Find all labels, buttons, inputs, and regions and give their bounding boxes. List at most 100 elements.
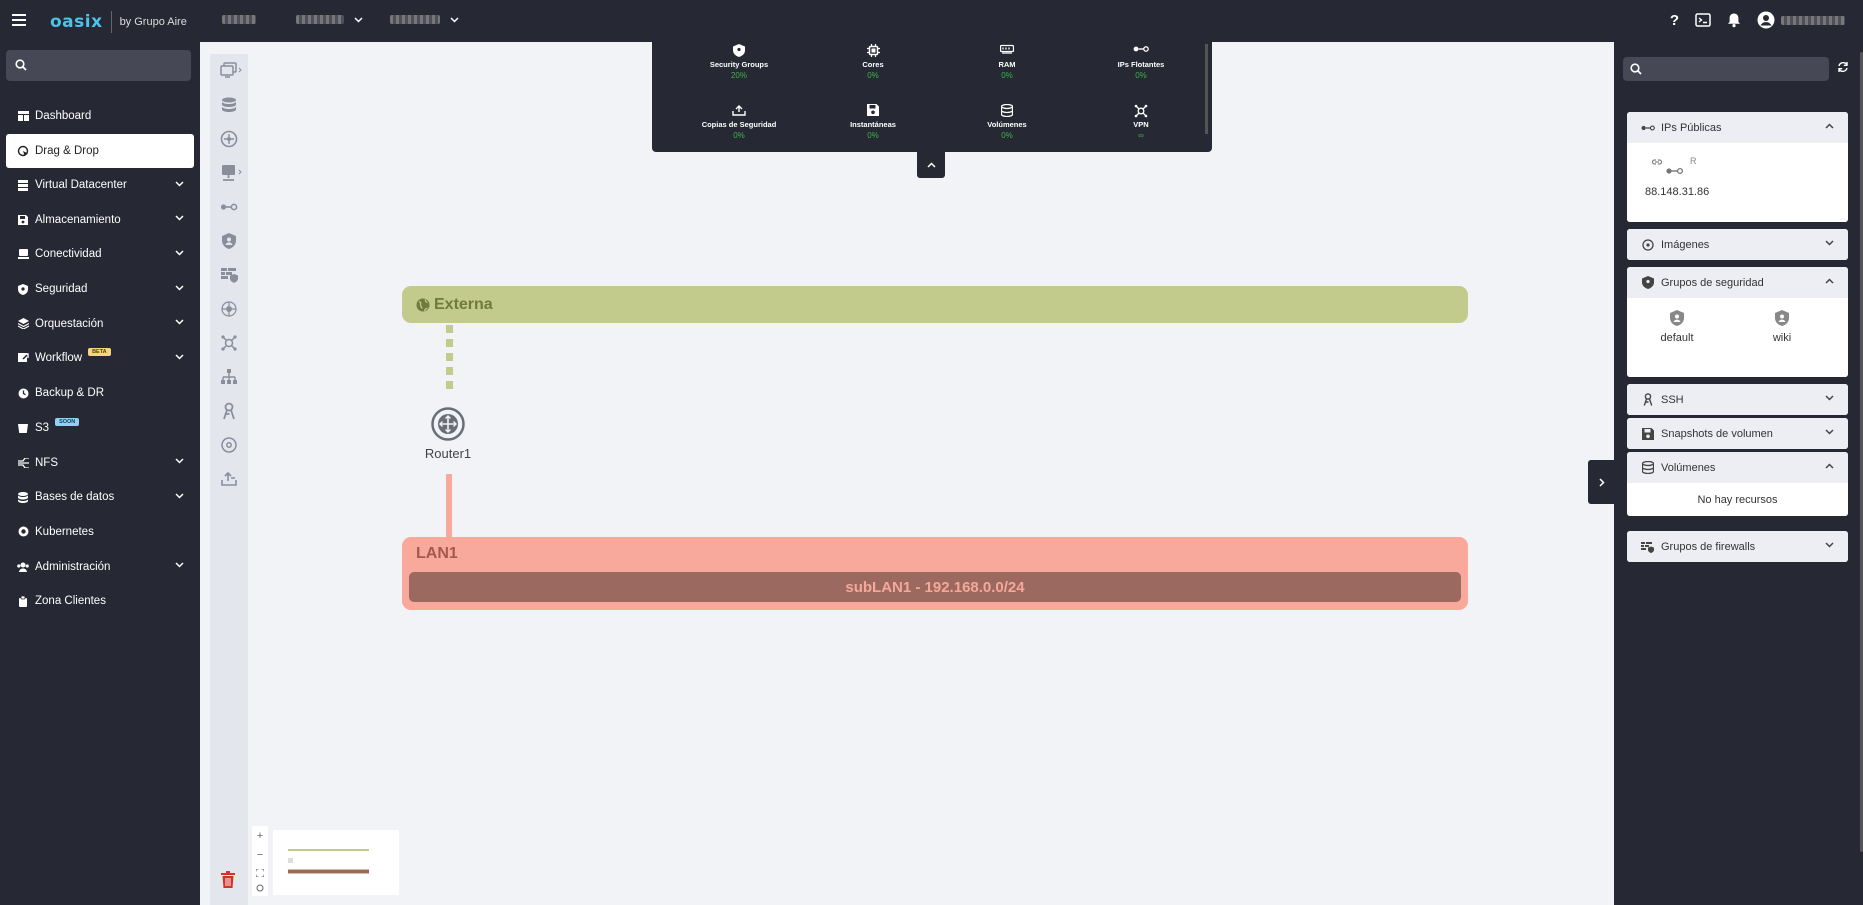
logo[interactable]: oasix by Grupo Aire [50, 11, 187, 33]
sidebar-item-s3[interactable]: S3 SOON [0, 411, 200, 446]
quota-label: IPs Flotantes [1117, 60, 1165, 69]
quota-label: Security Groups [709, 60, 769, 69]
ssh-key-icon [1641, 393, 1655, 406]
menu-icon[interactable] [12, 13, 28, 27]
globe-icon [416, 298, 430, 311]
external-network[interactable]: Externa [402, 286, 1468, 323]
sidebar-item-dashboard[interactable]: Dashboard [0, 99, 200, 134]
security-group-item[interactable]: wiki [1754, 310, 1810, 344]
lan-network[interactable]: LAN1 subLAN1 - 192.168.0.0/24 [402, 537, 1468, 610]
chevron-up-icon [1825, 278, 1834, 284]
external-connection-line [446, 325, 453, 390]
chevron-down-icon [175, 285, 184, 291]
topology-canvas[interactable] [248, 42, 1614, 905]
subnet[interactable]: subLAN1 - 192.168.0.0/24 [409, 572, 1461, 602]
sidebar-item-drag-drop[interactable]: Drag & Drop [6, 133, 194, 168]
database-icon [17, 491, 29, 503]
image-tool-icon[interactable] [220, 436, 238, 454]
lan-connection-line [446, 474, 452, 538]
instance-tool-icon[interactable] [220, 62, 242, 80]
chevron-down-icon [175, 493, 184, 499]
security-group-item[interactable]: default [1649, 310, 1705, 344]
quota-value: 0% [1135, 71, 1147, 80]
accordion-ssh: SSH [1627, 384, 1848, 415]
public-ip-item[interactable]: R 88.148.31.86 [1627, 143, 1848, 222]
region-selector[interactable] [296, 15, 363, 24]
accordion-header[interactable]: Volúmenes [1627, 452, 1848, 483]
resource-search-input[interactable] [1623, 57, 1829, 81]
accordion-title: Grupos de seguridad [1661, 276, 1764, 289]
sidebar-item-bases-de-datos[interactable]: Bases de datos [0, 480, 200, 515]
sidebar-item-seguridad[interactable]: Seguridad [0, 272, 200, 307]
cpu-icon [818, 44, 928, 58]
floating-ip-icon [1641, 123, 1655, 133]
user-menu[interactable] [1757, 11, 1845, 29]
quota-floating-ips: IPs Flotantes 0% [1086, 44, 1196, 80]
console-icon[interactable] [1695, 13, 1711, 27]
accordion-header[interactable]: Grupos de seguridad [1627, 267, 1848, 298]
router-icon[interactable] [430, 406, 466, 442]
vpn-tool-icon[interactable] [220, 334, 238, 352]
accordion-title: Imágenes [1661, 238, 1710, 251]
firewall-icon [1641, 541, 1655, 553]
quota-value: 20% [730, 71, 747, 80]
chevron-down-icon [354, 16, 363, 23]
lock-view-icon[interactable] [256, 884, 264, 892]
zoom-in-icon[interactable]: + [256, 829, 264, 842]
accordion-firewalls: Grupos de firewalls [1627, 531, 1848, 562]
sidebar-item-label: Kubernetes [35, 525, 94, 538]
kubernetes-tool-icon[interactable] [220, 300, 238, 318]
snapshot-tool-icon[interactable] [220, 470, 238, 488]
floating-ip-tool-icon[interactable] [220, 198, 238, 216]
sidebar-item-zona-clientes[interactable]: Zona Clientes [0, 584, 200, 619]
accordion-title: Snapshots de volumen [1661, 427, 1773, 440]
accordion-header[interactable]: IPs Públicas [1627, 112, 1848, 143]
quota-scrollbar[interactable] [1205, 44, 1208, 134]
sidebar-item-kubernetes[interactable]: Kubernetes [0, 515, 200, 550]
refresh-icon[interactable] [1837, 61, 1849, 73]
network-tool-icon[interactable] [220, 164, 242, 182]
chevron-down-icon [1825, 240, 1834, 246]
help-icon[interactable]: ? [1669, 11, 1679, 29]
minimap[interactable] [273, 830, 399, 895]
trash-icon[interactable] [221, 871, 235, 888]
sidebar-item-label: Orquestación [35, 317, 104, 330]
toggle-panel-button[interactable] [1588, 460, 1616, 504]
sidebar-item-conectividad[interactable]: Conectividad [0, 237, 200, 272]
sidebar-item-backup-dr[interactable]: Backup & DR [0, 376, 200, 411]
accordion-header[interactable]: Grupos de firewalls [1627, 531, 1848, 562]
panel-divider[interactable] [1614, 42, 1618, 905]
bell-icon[interactable] [1727, 12, 1741, 28]
resources-panel: IPs Públicas R 88.148.31.86 Imágenes Gru… [1618, 42, 1863, 905]
user-icon [1757, 11, 1775, 29]
sidebar-item-nfs[interactable]: NFS [0, 445, 200, 480]
sidebar-item-virtual-datacenter[interactable]: Virtual Datacenter [0, 168, 200, 203]
accordion-header[interactable]: Imágenes [1627, 229, 1848, 260]
zoom-out-icon[interactable]: − [256, 849, 264, 862]
accordion-header[interactable]: Snapshots de volumen [1627, 418, 1848, 449]
collapse-quota-button[interactable] [917, 152, 945, 178]
load-balancer-tool-icon[interactable] [220, 368, 238, 386]
panel-scrollbar[interactable] [1860, 52, 1863, 852]
project-selector[interactable] [222, 15, 256, 24]
security-group-tool-icon[interactable] [220, 232, 238, 250]
quota-value: 0% [867, 71, 879, 80]
sidebar-item-workflow[interactable]: Workflow BETA [0, 341, 200, 376]
accordion-header[interactable]: SSH [1627, 384, 1848, 415]
router-tool-icon[interactable] [220, 130, 238, 148]
redacted-text [390, 15, 440, 24]
quota-snapshots: Instantáneas 0% [818, 104, 928, 140]
admin-icon [17, 561, 29, 573]
sidebar-item-administracion[interactable]: Administración [0, 549, 200, 584]
quota-volumes: Volúmenes 0% [952, 104, 1062, 140]
zone-selector[interactable] [390, 15, 459, 24]
sidebar-item-almacenamiento[interactable]: Almacenamiento [0, 202, 200, 237]
accordion-images: Imágenes [1627, 229, 1848, 260]
sidebar-item-orquestacion[interactable]: Orquestación [0, 306, 200, 341]
firewall-tool-icon[interactable] [220, 266, 238, 284]
ssh-key-tool-icon[interactable] [220, 402, 238, 420]
fit-view-icon[interactable] [256, 868, 264, 877]
quota-label: Cores [862, 60, 884, 69]
sidebar-search-input[interactable] [6, 50, 191, 81]
volume-tool-icon[interactable] [220, 96, 238, 114]
